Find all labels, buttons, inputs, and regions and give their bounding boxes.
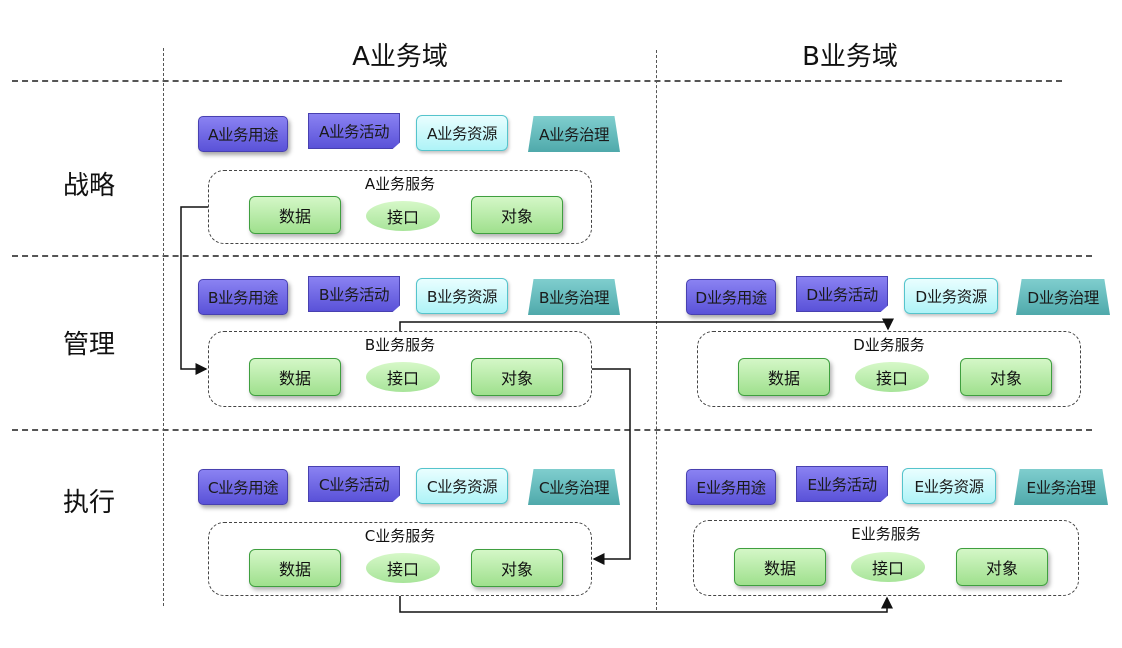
service-a-interface: 接口 (366, 201, 440, 231)
chip-d-resource: D业务资源 (904, 278, 998, 314)
domain-separator (656, 50, 657, 610)
layer-label-management: 管理 (63, 330, 116, 360)
service-b-data: 数据 (249, 358, 341, 396)
service-c-data: 数据 (249, 549, 341, 587)
header-separator (12, 80, 1062, 82)
arrow-b-to-c (592, 368, 631, 565)
service-e-interface: 接口 (851, 552, 925, 582)
label-column-separator (163, 48, 164, 606)
service-d-interface: 接口 (855, 362, 929, 392)
chip-b-resource: B业务资源 (416, 278, 508, 314)
arrow-c-to-e (399, 596, 893, 613)
chip-b-purpose: B业务用途 (198, 279, 288, 315)
service-box-e: E业务服务 数据 接口 对象 (693, 520, 1079, 596)
domain-title-b: B业务域 (802, 42, 898, 72)
chip-d-activity: D业务活动 (796, 276, 888, 312)
service-title-e: E业务服务 (851, 525, 921, 543)
service-c-object: 对象 (471, 549, 563, 587)
chip-d-governance: D业务治理 (1016, 279, 1110, 315)
chip-c-resource: C业务资源 (416, 468, 508, 504)
service-d-object: 对象 (960, 358, 1052, 396)
service-e-data: 数据 (734, 548, 826, 586)
service-b-interface: 接口 (366, 362, 440, 392)
chip-b-governance: B业务治理 (528, 279, 620, 315)
chip-e-purpose: E业务用途 (686, 469, 776, 505)
chip-a-purpose: A业务用途 (198, 116, 288, 152)
arrow-a-to-b (180, 206, 208, 375)
chip-a-resource: A业务资源 (416, 115, 508, 151)
chip-e-resource: E业务资源 (902, 468, 996, 504)
arrow-b-to-d (399, 318, 894, 331)
service-e-object: 对象 (956, 548, 1048, 586)
service-b-object: 对象 (471, 358, 563, 396)
chip-e-governance: E业务治理 (1014, 469, 1108, 505)
service-a-object: 对象 (471, 196, 563, 234)
chip-a-activity: A业务活动 (308, 113, 400, 149)
chip-d-purpose: D业务用途 (686, 279, 776, 315)
layer-label-strategy: 战略 (63, 171, 116, 201)
service-box-c: C业务服务 数据 接口 对象 (208, 522, 592, 596)
layer-separator-2 (12, 429, 1092, 431)
service-title-a: A业务服务 (364, 175, 436, 193)
chip-c-purpose: C业务用途 (198, 469, 288, 505)
chip-e-activity: E业务活动 (796, 466, 888, 502)
service-d-data: 数据 (738, 358, 830, 396)
service-box-a: A业务服务 数据 接口 对象 (208, 170, 592, 244)
service-title-d: D业务服务 (853, 336, 925, 354)
service-c-interface: 接口 (366, 553, 440, 583)
service-title-c: C业务服务 (364, 527, 436, 545)
service-title-b: B业务服务 (364, 336, 436, 354)
service-box-b: B业务服务 数据 接口 对象 (208, 331, 592, 407)
service-a-data: 数据 (249, 196, 341, 234)
layer-separator-1 (12, 255, 1092, 257)
chip-c-governance: C业务治理 (528, 469, 620, 505)
chip-a-governance: A业务治理 (528, 116, 620, 152)
layer-label-execution: 执行 (63, 488, 116, 518)
domain-title-a: A业务域 (352, 42, 448, 72)
service-box-d: D业务服务 数据 接口 对象 (697, 331, 1081, 407)
chip-b-activity: B业务活动 (308, 276, 400, 312)
chip-c-activity: C业务活动 (308, 466, 400, 502)
